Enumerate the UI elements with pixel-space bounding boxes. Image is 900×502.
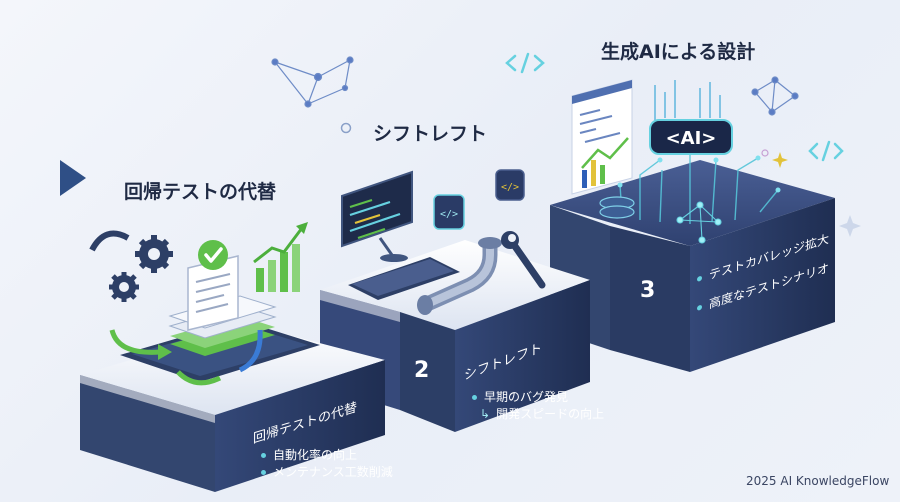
step3-number: 3 xyxy=(640,278,656,303)
step1-title: 回帰テストの代替 xyxy=(124,181,277,203)
bullet-text: 開発スピードの向上 xyxy=(496,407,605,421)
bar-chart-icon xyxy=(253,222,308,292)
bullet-text: 自動化率の向上 xyxy=(273,448,358,462)
ring-decoration xyxy=(761,149,769,157)
step2-title: シフトレフト xyxy=(373,123,488,145)
sparkle-icon xyxy=(772,152,788,168)
pipe-icon xyxy=(417,237,502,315)
arrowhead xyxy=(158,344,172,360)
step2-bullet-2: ↳ 開発スピードの向上 xyxy=(480,405,604,422)
bullet-dot xyxy=(261,453,266,458)
network-graph-icon xyxy=(751,76,799,116)
triangle-decoration xyxy=(60,160,86,196)
bullet-dot xyxy=(697,304,702,311)
checklist-document-icon xyxy=(187,240,239,331)
sub-arrow-icon: ↳ xyxy=(480,407,491,421)
code-tag-decoration xyxy=(505,52,844,162)
cycle-arrow-icon xyxy=(109,329,161,355)
bullet-text: 早期のバグ発見 xyxy=(484,390,569,404)
monitor-icon xyxy=(341,170,413,262)
cycle-arrow-icon xyxy=(238,329,263,373)
step3-title: 生成AIによる設計 xyxy=(601,41,756,63)
code-badge-icon: </> xyxy=(433,194,465,230)
bullet-dot xyxy=(261,470,266,475)
step1-bullet-2: メンテナンス工数削減 xyxy=(261,463,393,480)
code-document-icon xyxy=(571,79,633,195)
bullet-text: メンテナンス工数削減 xyxy=(273,465,393,479)
bullet-dot xyxy=(697,275,702,282)
footer-credit: 2025 AI KnowledgeFlow xyxy=(746,474,890,488)
svg-text:</>: </> xyxy=(440,209,458,220)
wrench-icon xyxy=(501,231,546,289)
svg-text:</>: </> xyxy=(501,182,519,193)
ai-chip-label: <AI> xyxy=(666,128,717,149)
keyboard-icon xyxy=(348,257,460,300)
ai-chip-illustration: <AI> xyxy=(599,80,781,244)
sparkle-icon xyxy=(839,215,861,237)
rotate-arrow-icon xyxy=(89,230,130,252)
gear-icon xyxy=(109,272,139,302)
step3-block xyxy=(550,160,835,372)
ring-decoration xyxy=(340,122,352,134)
gear-icon xyxy=(135,235,173,273)
step1-bullet-1: 自動化率の向上 xyxy=(261,446,357,463)
step2-bullet-1: 早期のバグ発見 xyxy=(472,388,568,405)
cycle-arrow-icon xyxy=(176,370,222,386)
step2-number: 2 xyxy=(414,358,430,383)
network-graph-icon xyxy=(271,56,354,108)
bullet-dot xyxy=(472,395,477,400)
code-badge-icon: </> xyxy=(495,169,525,201)
